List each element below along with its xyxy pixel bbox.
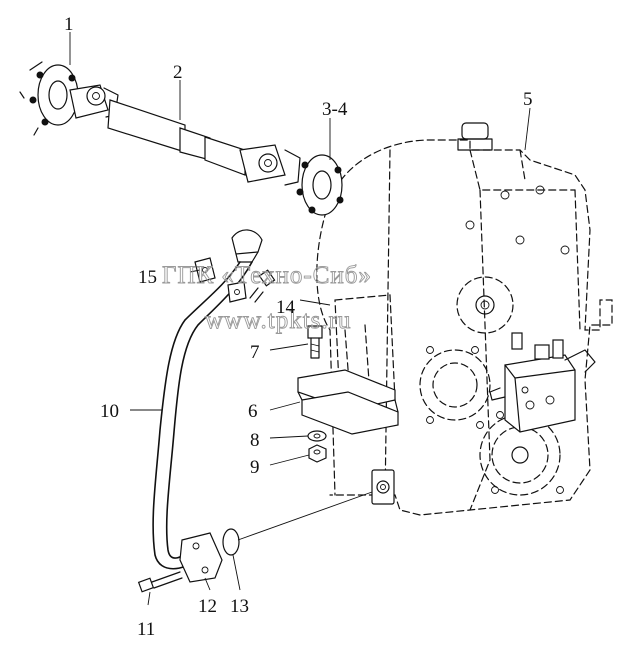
watermark-line2: www.tpkts.ru	[205, 307, 352, 334]
transmission-housing	[316, 122, 613, 516]
callout-10: 10	[100, 401, 119, 422]
nut-9	[308, 444, 327, 463]
callout-14: 14	[276, 297, 296, 318]
bolt-11	[137, 571, 183, 593]
washer-8	[307, 430, 327, 442]
callout-6: 6	[248, 401, 258, 422]
callout-5: 5	[523, 89, 533, 110]
bolt-7	[307, 325, 323, 359]
callout-8: 8	[250, 430, 260, 451]
callout-3-4: 3-4	[322, 99, 348, 120]
bolt-14	[249, 269, 276, 303]
callout-11: 11	[137, 619, 155, 640]
callout-1: 1	[64, 14, 74, 35]
callout-13: 13	[230, 596, 249, 617]
watermark: ГПК «Техно-Сиб» www.tpkts.ru	[162, 262, 372, 335]
callouts: 1 2 3-4 5 15 14 7 6 8 9 10 11 12 13	[64, 14, 533, 640]
o-ring-13	[222, 528, 240, 556]
bracket-6	[297, 369, 399, 435]
callout-9: 9	[250, 457, 260, 478]
callout-7: 7	[250, 342, 260, 363]
oil-pipe	[152, 229, 263, 583]
callout-15: 15	[138, 267, 157, 288]
watermark-line1: ГПК «Техно-Сиб»	[162, 262, 372, 289]
callout-12: 12	[198, 596, 217, 617]
callout-2: 2	[173, 62, 183, 83]
drive-shaft	[19, 61, 344, 216]
leader-lines	[69, 32, 531, 606]
